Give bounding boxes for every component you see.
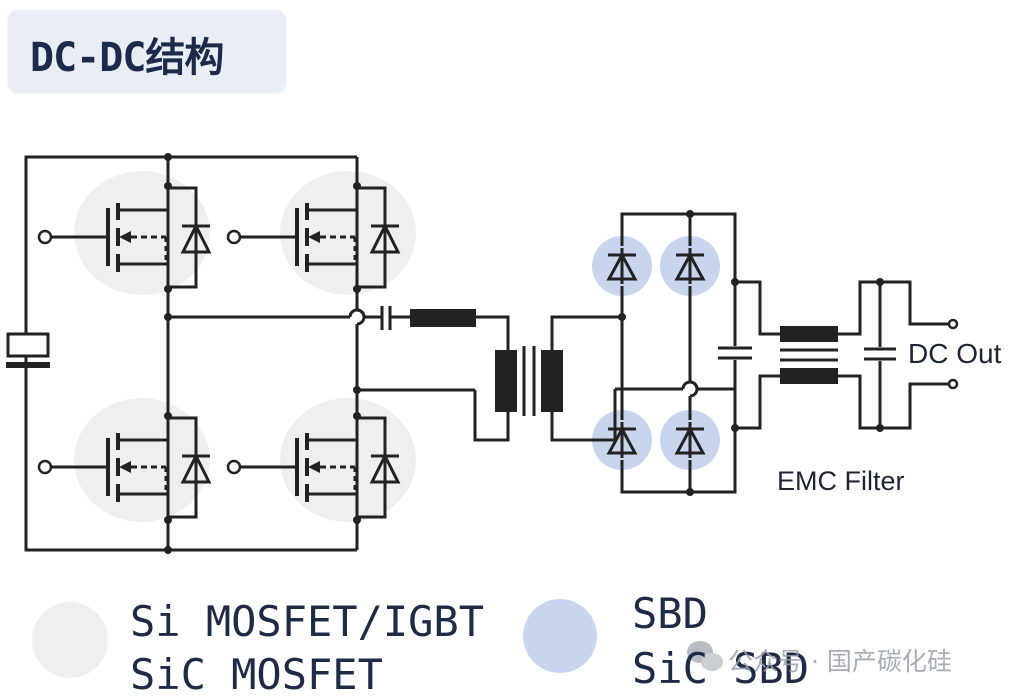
dc-out-label: DC Out — [908, 338, 1002, 369]
title-badge: DC-DC结构 — [8, 10, 286, 92]
transformer-icon — [473, 315, 622, 442]
legend-si-line1: Si MOSFET/IGBT — [130, 597, 485, 646]
output-terminals — [947, 318, 959, 390]
legend-sic-line2: SiC SBD — [632, 644, 810, 693]
filter-dots — [876, 278, 884, 432]
common-mode-choke-icon — [780, 280, 950, 430]
sic-highlights — [592, 236, 720, 470]
h-bridge-wires — [24, 155, 475, 552]
wechat-icon — [687, 641, 723, 671]
legend-si-swatch — [32, 602, 108, 678]
resonant-capacitor-icon — [380, 306, 410, 330]
resonant-inductor-icon — [410, 309, 510, 350]
emc-filter-label: EMC Filter — [777, 466, 905, 496]
filter-capacitor-icon — [864, 282, 896, 428]
diagram-title: DC-DC结构 — [30, 35, 224, 81]
legend-sic-swatch — [523, 599, 597, 673]
output-capacitor-icon — [718, 214, 780, 430]
legend-sic-line1: SBD — [632, 589, 708, 638]
dc-source-icon — [6, 332, 50, 368]
legend-si-line2: SiC MOSFET — [130, 650, 383, 699]
watermark-text: 公众号 · 国产碳化硅 — [728, 647, 952, 676]
rectifier-wires — [613, 212, 737, 494]
junction-dots — [164, 153, 361, 554]
